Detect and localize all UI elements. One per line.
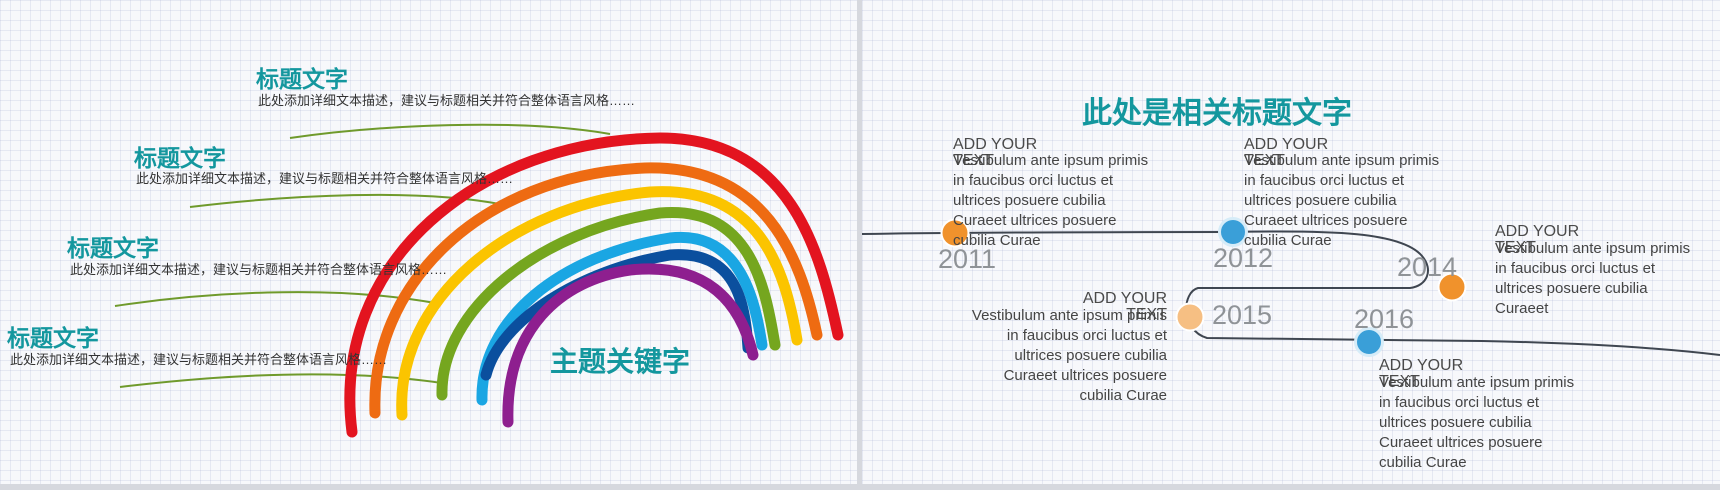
event-5-label: ADD YOUR TEXT: [1379, 357, 1464, 390]
rainbow-arc-orange: [369, 162, 823, 419]
event-3-label: ADD YOUR TEXT: [1495, 223, 1580, 256]
item-2-description: 此处添加详细文本描述，建议与标题相关并符合整体语言风格……: [136, 171, 514, 186]
marker-2011: [940, 218, 970, 248]
timeline-title: 此处是相关标题文字: [1082, 97, 1352, 130]
bottom-strip: [0, 484, 1720, 490]
event-1-body: Vestibulum ante ipsum primis in faucibus…: [953, 152, 1149, 249]
item-3-description: 此处添加详细文本描述，建议与标题相关并符合整体语言风格……: [70, 262, 448, 277]
timeline-path: [862, 230, 1720, 356]
item-4-description: 此处添加详细文本描述，建议与标题相关并符合整体语言风格……: [10, 352, 388, 367]
event-2-body: Vestibulum ante ipsum primis in faucibus…: [1244, 152, 1440, 249]
marker-2015: [1175, 302, 1205, 332]
event-4-label: ADD YOUR TEXT: [1082, 290, 1167, 323]
marker-2016: [1354, 327, 1384, 357]
event-1-label: ADD YOUR TEXT: [953, 136, 1038, 169]
event-2-year: 2012: [1213, 243, 1274, 273]
item-4-heading: 标题文字: [7, 325, 99, 351]
event-4-body: Vestibulum ante ipsum primis in faucibus…: [971, 307, 1167, 404]
event-5-body: Vestibulum ante ipsum primis in faucibus…: [1379, 374, 1575, 471]
event-5-year: 2016: [1354, 304, 1415, 334]
slide-divider: [857, 0, 862, 490]
rainbow-arc-purple: [502, 263, 759, 428]
theme-keyword: 主题关键字: [550, 346, 691, 377]
item-1-description: 此处添加详细文本描述，建议与标题相关并符合整体语言风格……: [258, 93, 636, 108]
slide-timeline: 此处是相关标题文字 ADD YOUR TEXT Vestibulum ante …: [862, 0, 1720, 484]
event-1-year: 2011: [938, 244, 997, 274]
leader-line-4: [119, 373, 443, 388]
item-2-heading: 标题文字: [134, 145, 226, 171]
event-3-year: 2014: [1397, 252, 1458, 282]
timeline-markers: [940, 217, 1467, 357]
marker-2014: [1437, 272, 1467, 302]
timeline-illustration: [862, 217, 1720, 357]
marker-2012: [1218, 217, 1248, 247]
rainbow-arc-green: [436, 207, 781, 401]
leader-line-2: [189, 193, 506, 208]
item-1-heading: 标题文字: [256, 66, 348, 92]
slide-rainbow: 标题文字 此处添加详细文本描述，建议与标题相关并符合整体语言风格…… 标题文字 …: [0, 0, 857, 484]
leader-line-1: [289, 123, 611, 139]
rainbow-illustration: [114, 123, 844, 438]
event-2-label: ADD YOUR TEXT: [1244, 136, 1329, 169]
leader-line-3: [114, 291, 436, 307]
rainbow-arc-yellow: [396, 186, 803, 421]
event-3-body: Vestibulum ante ipsum primis in faucibus…: [1495, 240, 1691, 317]
rainbow-arc-red: [344, 132, 844, 438]
item-3-heading: 标题文字: [67, 235, 159, 261]
rainbow-arc-darkblue: [480, 249, 754, 381]
rainbow-arc-lightblue: [476, 231, 768, 406]
event-4-year: 2015: [1212, 300, 1273, 330]
